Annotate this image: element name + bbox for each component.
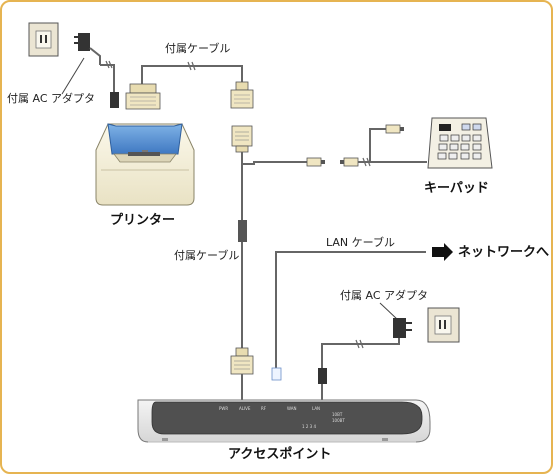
access-point-label: アクセスポイント — [228, 446, 331, 462]
network-label: ネットワークへ — [458, 245, 549, 260]
wall-outlet-right — [427, 307, 460, 343]
leader-line-ac-right — [379, 302, 399, 321]
cable-label-middle: 付属ケーブル — [174, 248, 239, 262]
keypad-cable — [340, 124, 427, 167]
ap-label-10bt: 10BT — [332, 412, 343, 417]
keypad — [427, 117, 493, 169]
ac-adapter-label-right: 付属 AC アダプタ — [340, 288, 428, 302]
lan-cable-label: LAN ケーブル — [326, 235, 395, 249]
wall-outlet-top-left — [28, 22, 59, 57]
cable-label-top: 付属ケーブル — [165, 41, 230, 55]
keypad-label: キーパッド — [424, 181, 489, 196]
ap-label-pwr: PWR — [219, 406, 228, 411]
printer — [95, 123, 195, 206]
ap-label-100bt: 100BT — [332, 418, 345, 423]
ap-label-lan: LAN — [312, 406, 320, 411]
cable-middle — [230, 125, 325, 400]
cable-top — [125, 61, 254, 110]
ap-label-ports: 1 2 3 4 — [302, 424, 316, 429]
access-point: PWR ALIVE RF WAN LAN 1 2 3 4 10BT 100BT — [137, 399, 431, 443]
ac-adapter-plug-right — [318, 318, 412, 400]
ap-label-rf: RF — [261, 406, 267, 411]
lan-cable — [271, 243, 453, 381]
printer-label: プリンター — [110, 213, 175, 228]
ac-adapter-label-top: 付属 AC アダプタ — [7, 91, 95, 105]
ap-label-alive: ALIVE — [239, 406, 251, 411]
ap-label-wan: WAN — [287, 406, 296, 411]
ac-adapter-plug-top — [74, 33, 119, 108]
leader-line-ac-top — [61, 57, 85, 95]
